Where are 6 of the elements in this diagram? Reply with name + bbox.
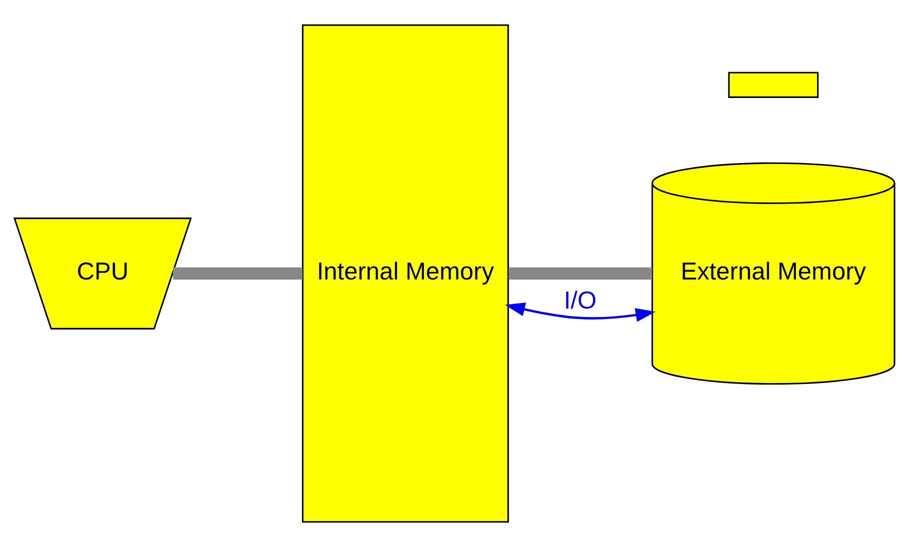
connector bbox=[172, 266, 302, 280]
node-box: Internal Memory bbox=[302, 24, 509, 522]
arrow bbox=[504, 302, 656, 322]
connector bbox=[508, 266, 652, 280]
node-bar bbox=[728, 71, 819, 98]
edge-label: I/O bbox=[564, 286, 597, 314]
